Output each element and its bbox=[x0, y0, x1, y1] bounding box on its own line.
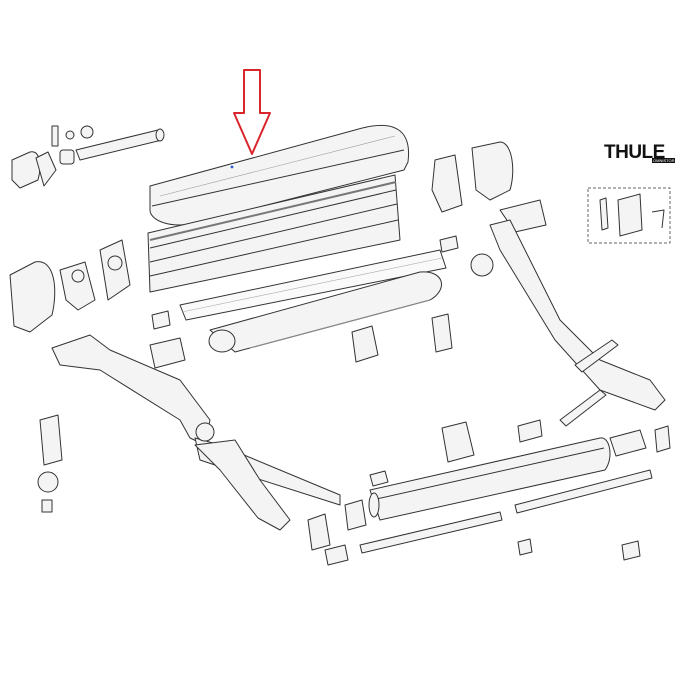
lead-rail bbox=[359, 425, 671, 554]
cassette-profile bbox=[147, 174, 401, 293]
winding-tube bbox=[51, 125, 165, 165]
left-end-cap-upper bbox=[11, 151, 57, 189]
left-arm bbox=[51, 334, 341, 531]
front-bar bbox=[368, 437, 611, 521]
detail-inset bbox=[587, 187, 671, 244]
fabric-roller bbox=[208, 271, 442, 353]
small-fittings bbox=[37, 414, 641, 566]
thule-logo-sub: OMNISTOR bbox=[652, 158, 676, 163]
left-end-cap-large bbox=[9, 239, 131, 333]
mounting-brackets bbox=[151, 235, 543, 463]
right-end-cap-upper bbox=[431, 141, 514, 213]
thule-logo: THULE bbox=[604, 142, 665, 163]
down-arrow-icon bbox=[233, 69, 271, 155]
fabric-strip bbox=[179, 249, 447, 321]
right-arm bbox=[470, 199, 666, 427]
front-cover-profile bbox=[149, 125, 410, 226]
